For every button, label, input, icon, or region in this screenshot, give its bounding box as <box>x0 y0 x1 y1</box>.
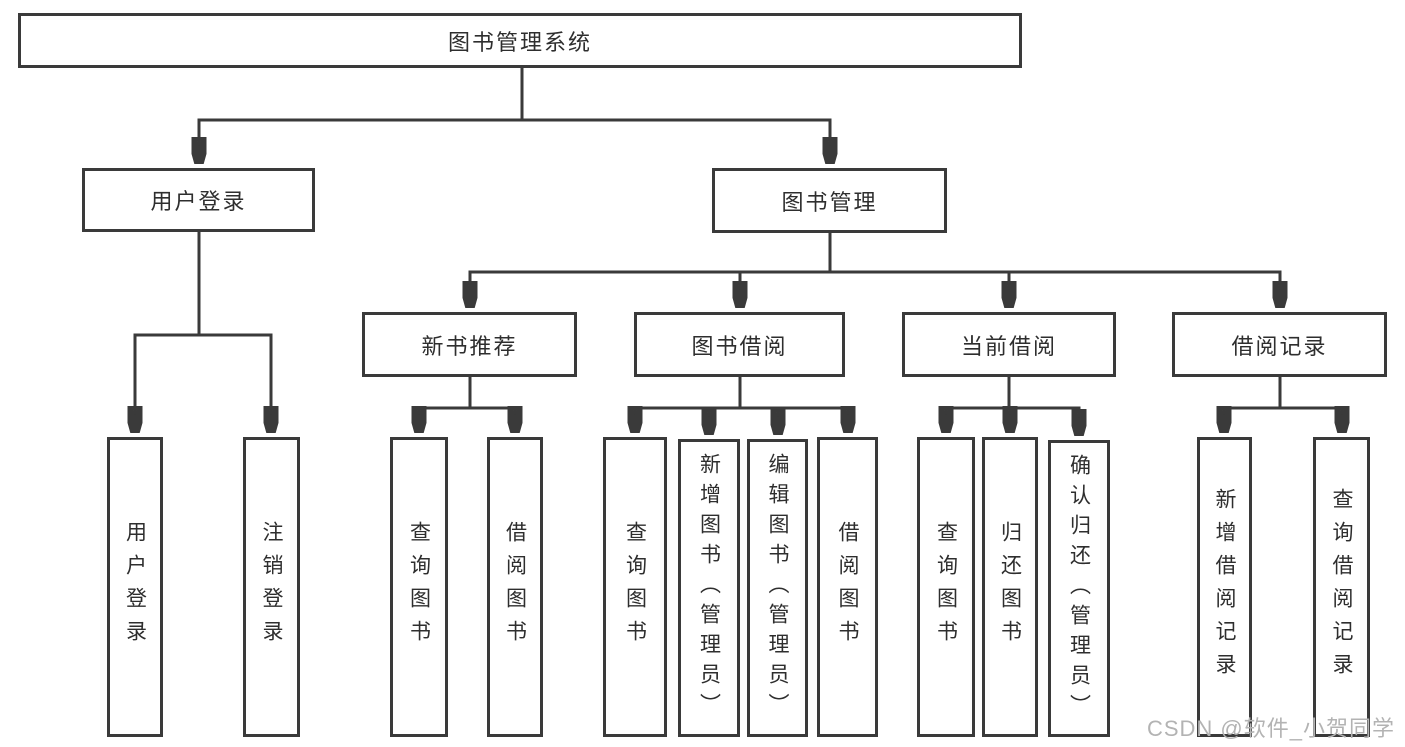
leaf-borrow-books-recommend: 借阅图书 <box>487 437 543 737</box>
leaf-user-login: 用户登录 <box>107 437 163 737</box>
node-root: 图书管理系统 <box>18 13 1022 68</box>
node-current-borrowing: 当前借阅 <box>902 312 1116 377</box>
leaf-search-books-recommend: 查询图书 <box>390 437 448 737</box>
leaf-search-books-current: 查询图书 <box>917 437 975 737</box>
leaf-search-borrow-record: 查询借阅记录 <box>1313 437 1370 737</box>
leaf-logout: 注销登录 <box>243 437 300 737</box>
leaf-add-borrow-record: 新增借阅记录 <box>1197 437 1252 737</box>
node-new-book-recommendation: 新书推荐 <box>362 312 577 377</box>
leaf-return-books: 归还图书 <box>982 437 1038 737</box>
leaf-borrow-books-borrowing: 借阅图书 <box>817 437 878 737</box>
leaf-add-book-admin: 新增图书（管理员） <box>678 439 740 737</box>
node-user-login: 用户登录 <box>82 168 315 232</box>
csdn-watermark: CSDN @软件_小贺同学 <box>1146 716 1395 741</box>
node-book-management: 图书管理 <box>712 168 947 233</box>
leaf-confirm-return-admin: 确认归还（管理员） <box>1048 440 1110 737</box>
leaf-edit-book-admin: 编辑图书（管理员） <box>747 439 808 737</box>
leaf-search-books-borrowing: 查询图书 <box>603 437 667 737</box>
node-book-borrowing: 图书借阅 <box>634 312 845 377</box>
node-borrowing-records: 借阅记录 <box>1172 312 1387 377</box>
